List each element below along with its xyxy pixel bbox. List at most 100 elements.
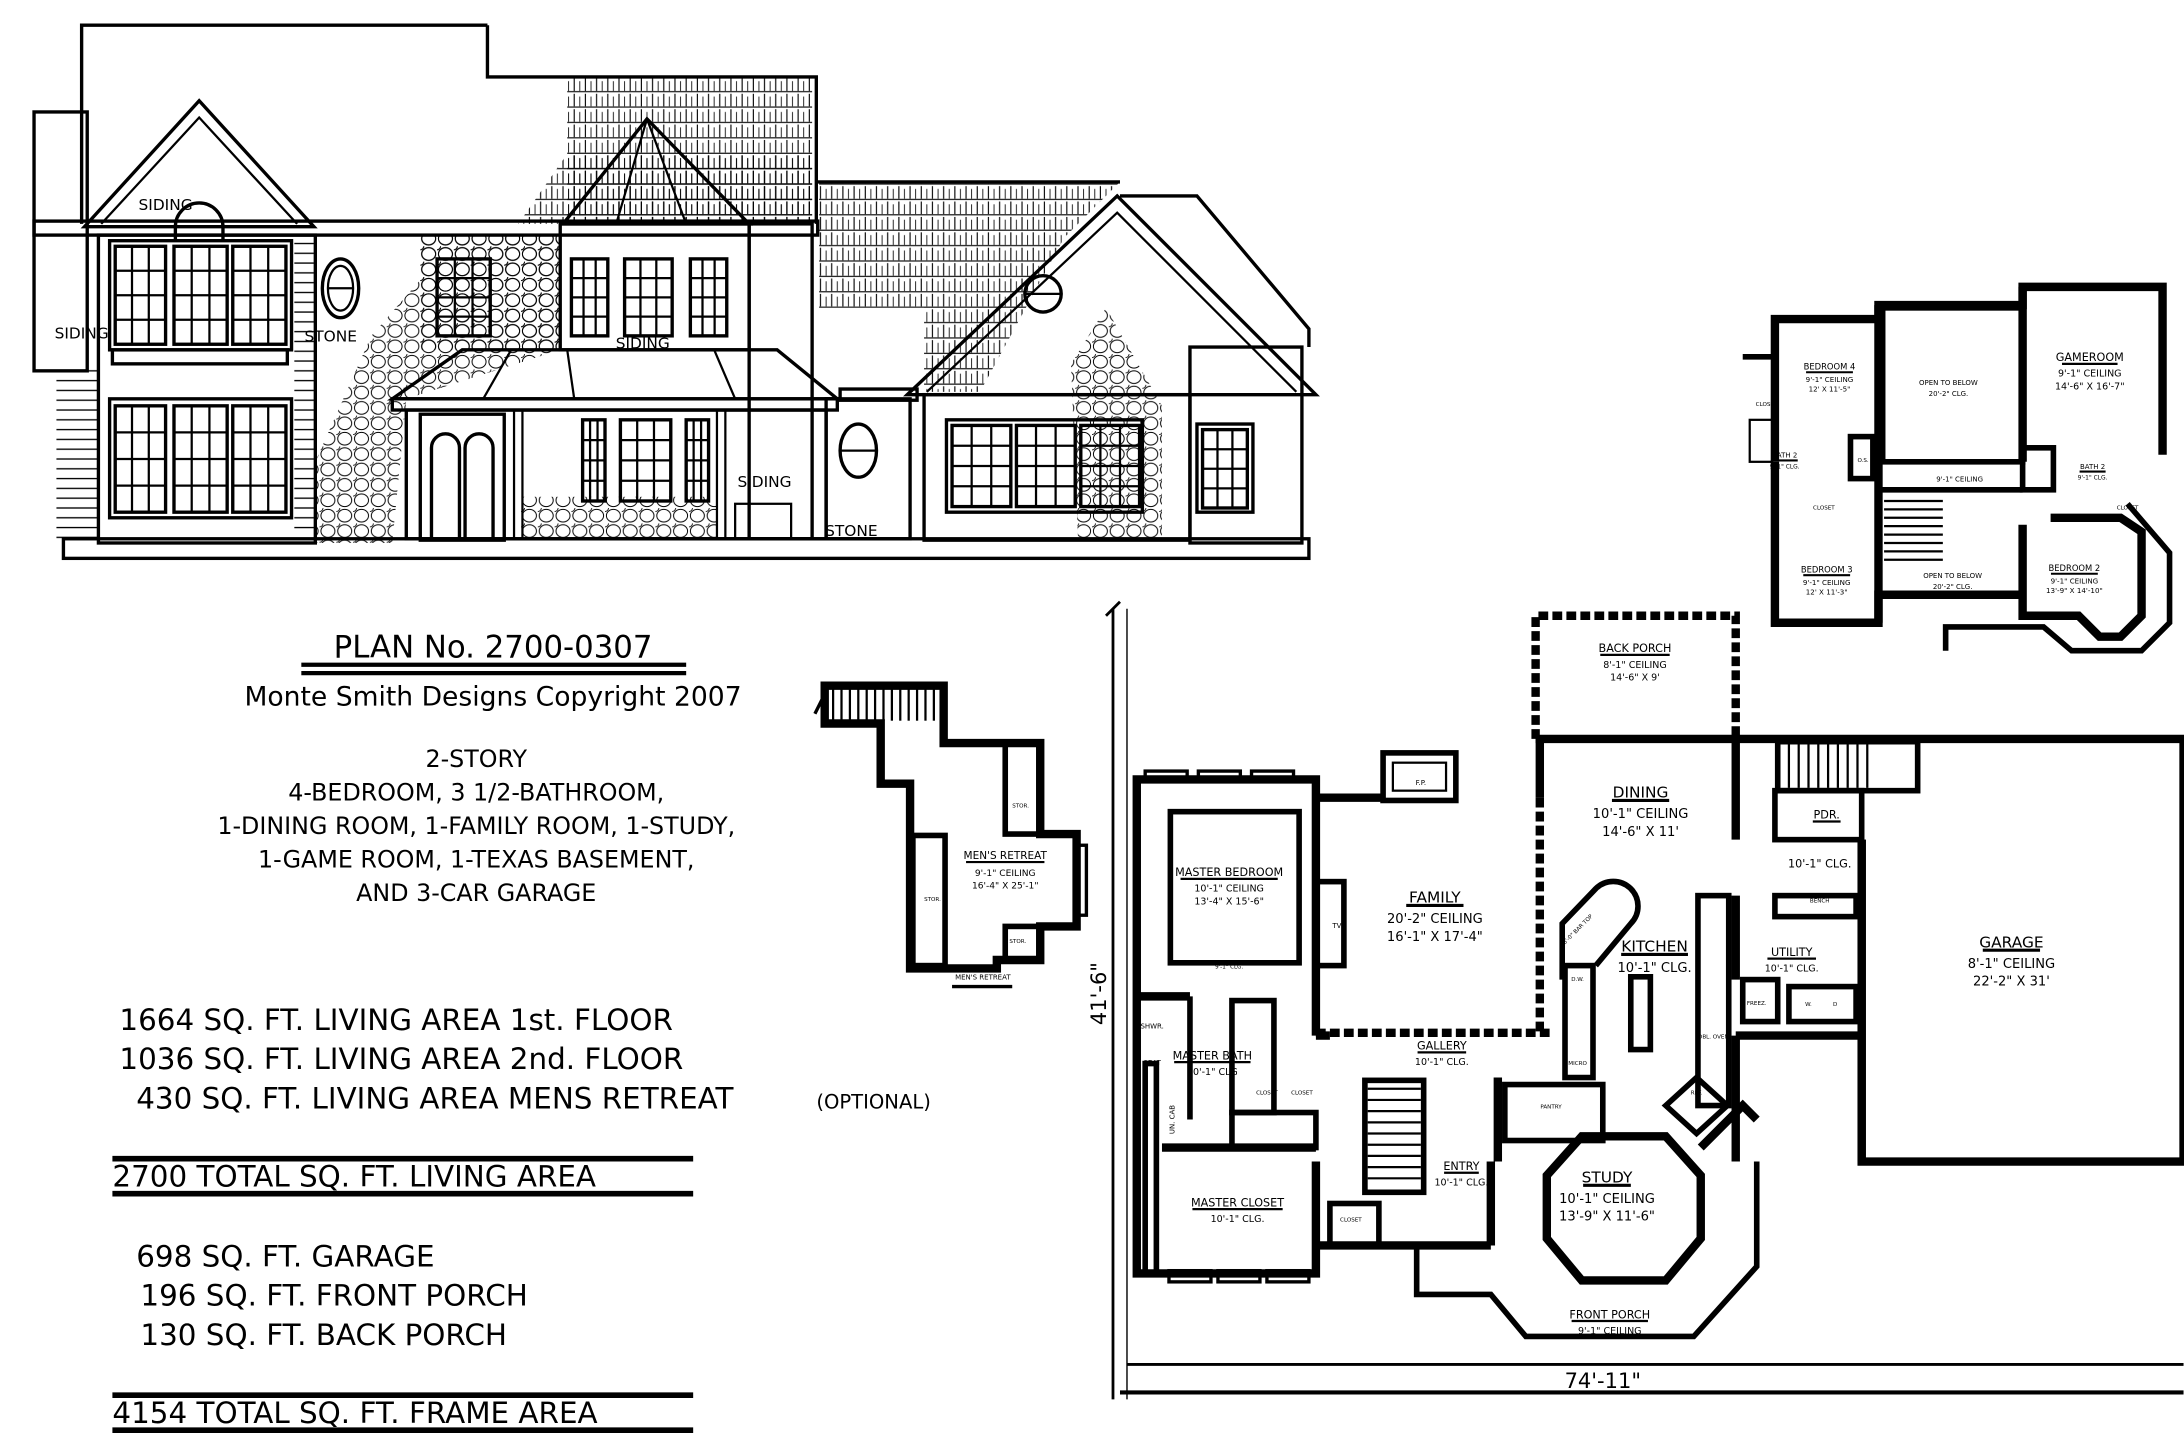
fixture-label: 9'-1" CEILING bbox=[1936, 475, 1983, 483]
room-detail: 14'-6" X 9' bbox=[1610, 673, 1660, 684]
room-name: BEDROOM 2 bbox=[2049, 563, 2101, 573]
room-name: FRONT PORCH bbox=[1569, 1308, 1650, 1321]
room-detail: 9'-1" CLG. bbox=[1770, 463, 1800, 470]
depth-dimension: 41'-6" bbox=[1087, 962, 1111, 1025]
description-line: 4-BEDROOM, 3 1/2-BATHROOM, bbox=[288, 778, 664, 806]
room-detail: 13'-4" X 15'-6" bbox=[1194, 897, 1264, 908]
first-floor-plan: 41'-6" 74'-11" bbox=[1087, 600, 2184, 1400]
room-detail: 9'-1" CEILING bbox=[1803, 578, 1851, 587]
room-detail: 10'-1" CEILING bbox=[1593, 807, 1689, 822]
description-line: 1-GAME ROOM, 1-TEXAS BASEMENT, bbox=[258, 846, 694, 874]
room-name: BATH 2 bbox=[2080, 463, 2105, 471]
room-detail: 10'-1" CLG. bbox=[1617, 961, 1691, 976]
room-detail: 9'-1" CLG. bbox=[2078, 475, 2108, 482]
room-name: PDR. bbox=[1814, 809, 1840, 822]
fixture-label: UN. CAB bbox=[1169, 1105, 1177, 1134]
room-name: MASTER CLOSET bbox=[1191, 1196, 1284, 1209]
area-summary: 1664 SQ. FT. LIVING AREA 1st. FLOOR 1036… bbox=[112, 1003, 931, 1434]
fixture-label: OPEN TO BELOW bbox=[1923, 572, 1982, 580]
area-line: 196 SQ. FT. FRONT PORCH bbox=[140, 1279, 527, 1313]
room-name: BATH 2 bbox=[1772, 452, 1797, 460]
fixture-label: REF. bbox=[1691, 1090, 1703, 1096]
fixture-label: SEAT bbox=[1143, 1059, 1161, 1067]
room-name: BEDROOM 4 bbox=[1804, 361, 1856, 371]
room-name: UTILITY bbox=[1771, 946, 1813, 959]
room-name: KITCHEN bbox=[1621, 938, 1688, 956]
material-label: SIDING bbox=[737, 473, 791, 491]
fixture-label: CLOSET bbox=[1813, 505, 1835, 511]
fixture-label: FREEZ. bbox=[1747, 1001, 1767, 1007]
room-name: GALLERY bbox=[1417, 1040, 1467, 1053]
room-name: FAMILY bbox=[1409, 889, 1461, 907]
material-label: SIDING bbox=[616, 334, 670, 352]
material-label: STONE bbox=[825, 522, 877, 540]
fixture-label: 9'-1" CLG. bbox=[1215, 964, 1243, 970]
fixture-label: DBL. OVEN bbox=[1698, 1034, 1729, 1040]
fixture-label: W. bbox=[1805, 1002, 1812, 1008]
room-name: ENTRY bbox=[1443, 1160, 1479, 1173]
description-line: 2-STORY bbox=[425, 745, 527, 773]
fixture-label: MICRO bbox=[1568, 1061, 1587, 1067]
fixture-label: 10'-1" CLG. bbox=[1788, 858, 1851, 871]
mens-retreat-plan: MEN'S RETREAT 9'-1" CEILING 16'-4" X 25'… bbox=[813, 681, 1089, 989]
material-label: SIDING bbox=[55, 325, 109, 343]
copyright: Monte Smith Designs Copyright 2007 bbox=[244, 681, 741, 712]
area-line: 430 SQ. FT. LIVING AREA MENS RETREAT bbox=[136, 1081, 734, 1115]
fixture-label: OPEN TO BELOW bbox=[1919, 379, 1978, 387]
room-detail: 8'-1" CEILING bbox=[1603, 660, 1667, 671]
room-detail: 10'-1" CEILING bbox=[1559, 1192, 1655, 1207]
fixture-label: TV bbox=[1331, 922, 1341, 930]
room-detail: 9'-1" CEILING bbox=[2058, 369, 2122, 380]
room-detail: 12' X 11'-3" bbox=[1806, 587, 1848, 596]
total-living-area: 2700 TOTAL SQ. FT. LIVING AREA bbox=[112, 1160, 596, 1194]
room-name: MASTER BEDROOM bbox=[1175, 866, 1283, 879]
room-detail: 9'-1" CEILING bbox=[975, 869, 1036, 879]
room-detail: 16'-1" X 17'-4" bbox=[1387, 930, 1483, 945]
room-detail: 16'-4" X 25'-1" bbox=[972, 882, 1039, 892]
area-line: 1664 SQ. FT. LIVING AREA 1st. FLOOR bbox=[119, 1003, 672, 1037]
fixture-label: STOR. bbox=[1012, 803, 1029, 809]
room-name: GARAGE bbox=[1979, 933, 2043, 951]
fixture-label: SHWR. bbox=[1140, 1023, 1163, 1031]
title-block: PLAN No. 2700-0307 Monte Smith Designs C… bbox=[217, 630, 741, 907]
fixture-label: CLOSET bbox=[1756, 402, 1778, 408]
total-frame-area: 4154 TOTAL SQ. FT. FRAME AREA bbox=[112, 1396, 597, 1430]
fixture-label: STOR. bbox=[924, 897, 941, 903]
room-detail: 9'-1" CEILING bbox=[1578, 1326, 1642, 1337]
room-detail: 10'-1" CEILING bbox=[1194, 884, 1264, 895]
mens-retreat-caption: MEN'S RETREAT bbox=[955, 974, 1011, 982]
room-detail: 8'-1" CEILING bbox=[1968, 957, 2055, 972]
fixture-label: O.S. bbox=[1857, 458, 1868, 464]
room-detail: 13'-9" X 11'-6" bbox=[1559, 1210, 1655, 1225]
front-elevation: SIDING SIDING STONE SIDING SIDING STONE bbox=[32, 23, 1320, 561]
plan-number: PLAN No. 2700-0307 bbox=[334, 630, 653, 666]
description-line: 1-DINING ROOM, 1-FAMILY ROOM, 1-STUDY, bbox=[217, 812, 735, 840]
room-name: BEDROOM 3 bbox=[1801, 564, 1853, 574]
room-name: BACK PORCH bbox=[1599, 642, 1672, 655]
room-name: DINING bbox=[1613, 784, 1669, 802]
fixture-label: CLOSET bbox=[1340, 1218, 1362, 1224]
material-label: STONE bbox=[304, 327, 356, 345]
room-name: MEN'S RETREAT bbox=[964, 850, 1048, 862]
room-detail: 9'-1" CEILING bbox=[1806, 375, 1854, 384]
room-detail: 10'-1" CLG. bbox=[1211, 1214, 1265, 1225]
room-detail: 14'-6" X 16'-7" bbox=[2055, 382, 2125, 393]
fixture-label: STOR. bbox=[1009, 939, 1026, 945]
fixture-label: 20'-2" CLG. bbox=[1933, 583, 1973, 591]
room-detail: 20'-2" CEILING bbox=[1387, 912, 1483, 927]
fixture-label: PANTRY bbox=[1540, 1104, 1562, 1110]
room-detail: 12' X 11'-5" bbox=[1809, 385, 1851, 394]
room-detail: 10'-1" CLG bbox=[1187, 1067, 1238, 1078]
material-label: SIDING bbox=[139, 196, 193, 214]
area-line: 698 SQ. FT. GARAGE bbox=[136, 1239, 434, 1273]
room-detail: 13'-9" X 14'-10" bbox=[2046, 586, 2103, 595]
room-detail: 10'-1" CLG. bbox=[1415, 1057, 1469, 1068]
room-name: MASTER BATH bbox=[1173, 1049, 1252, 1062]
room-detail: 14'-6" X 11' bbox=[1602, 825, 1679, 840]
fixture-label: D.W. bbox=[1571, 977, 1584, 983]
fixture-label: D bbox=[1833, 1002, 1837, 1008]
description-line: AND 3-CAR GARAGE bbox=[356, 879, 596, 907]
room-name: GAMEROOM bbox=[2056, 351, 2124, 364]
